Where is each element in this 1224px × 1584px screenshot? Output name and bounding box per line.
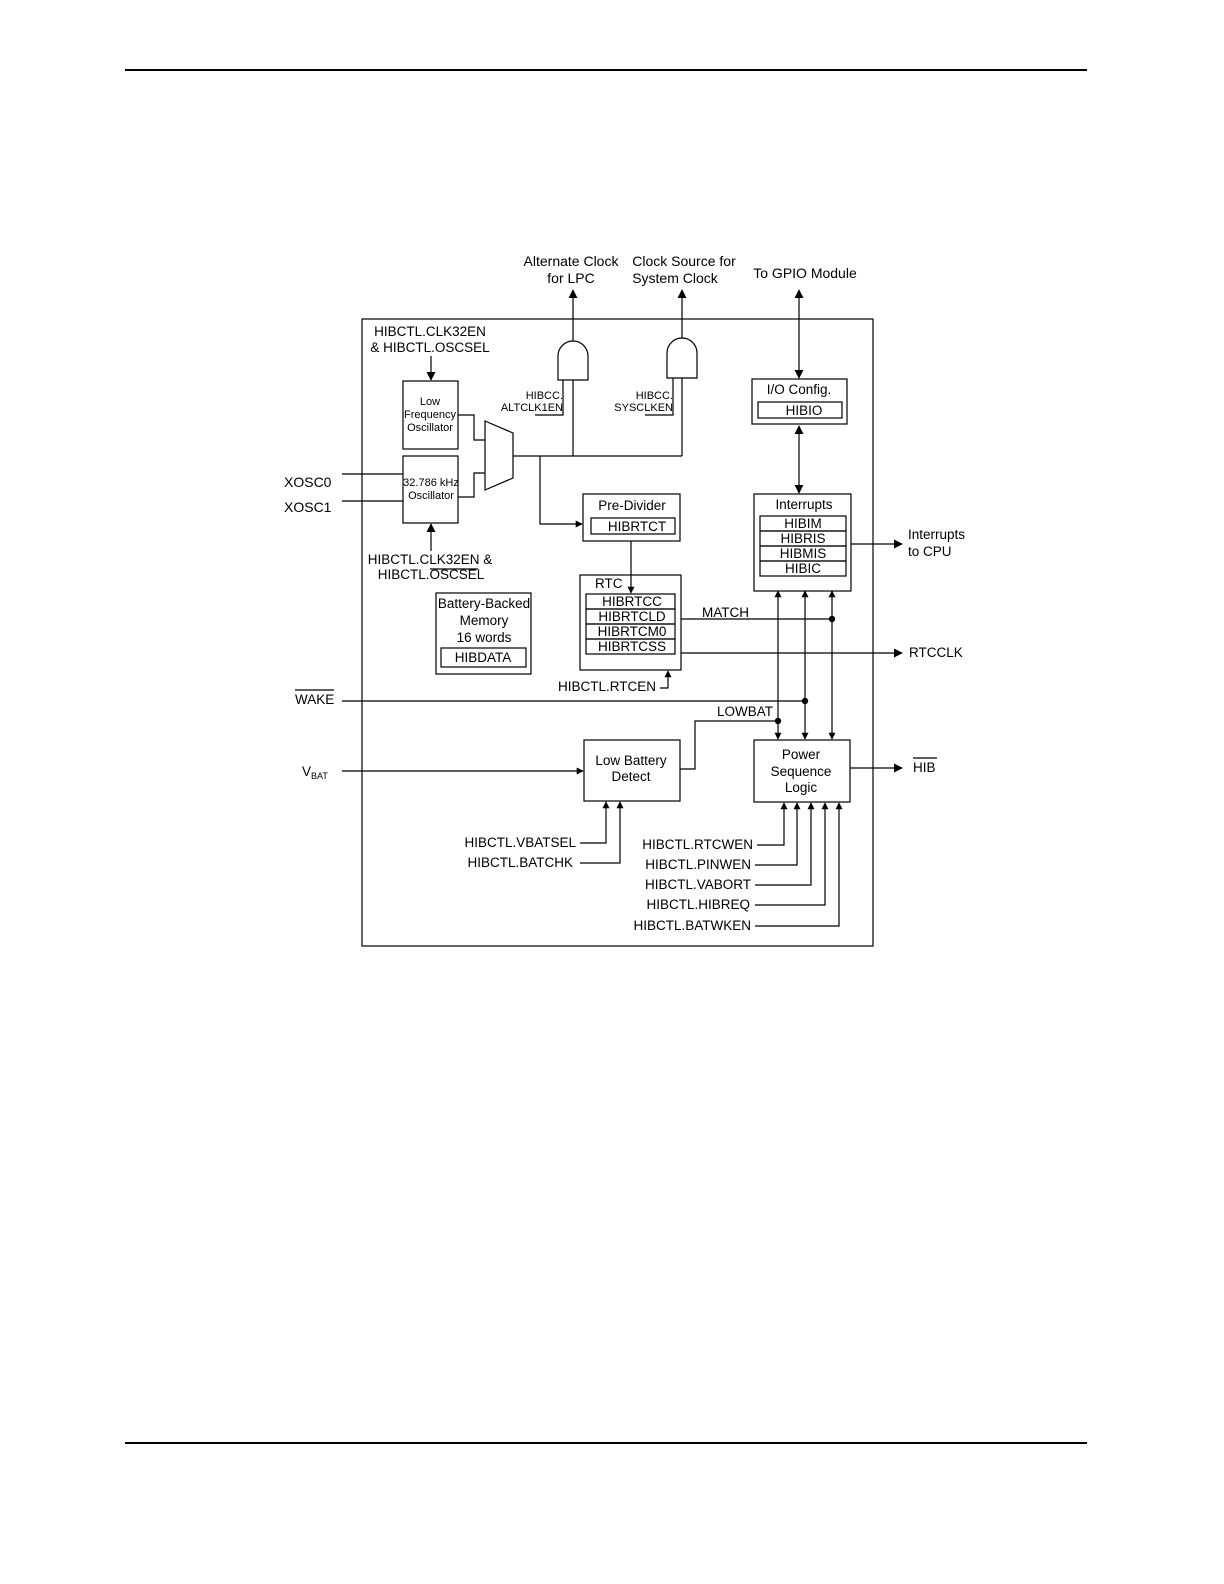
hibrtct-label: HIBRTCT [608,519,666,534]
khz-to-mux-wire [458,472,485,498]
xosc0-label: XOSC0 [284,474,332,490]
clock-mux [484,420,514,491]
power-seq-label-2: Sequence [771,764,832,779]
rtc-box [579,574,682,671]
vbat-label: VBAT [302,764,328,781]
low-battery-detect-box [583,739,681,802]
lowbat-label: LOWBAT [717,704,773,719]
rtcen-label: HIBCTL.RTCEN [558,679,656,694]
wake-junction [801,697,809,705]
khz-osc-label-2: Oscillator [408,490,454,502]
pinwen-arrow [755,802,801,866]
altclk-enable-label-2: ALTCLK1EN [501,402,563,414]
io-config-box [751,378,848,425]
and-gate-altclk [557,340,589,381]
rtcwen-label: HIBCTL.RTCWEN [642,837,753,852]
alt-clock-label-1: Alternate Clock [524,253,620,269]
khz-oscillator-box [402,455,459,524]
header-rule [125,69,1087,71]
altclk-enable-label-1: HIBCC. [526,390,563,402]
memory-label-3: 16 words [457,630,512,645]
interrupts-to-cpu-label-1: Interrupts [908,527,965,542]
gpio-label: To GPIO Module [753,265,857,281]
lfo-label-2: Frequency [404,409,456,421]
predivider-title: Pre-Divider [598,498,666,513]
sys-clock-label-2: System Clock [632,270,719,286]
sysclk-enable-label-1: HIBCC. [636,390,673,402]
hibrtcm0-label: HIBRTCM0 [598,624,667,639]
hibic-register [759,560,847,577]
batwken-arrow [755,802,843,927]
rtcclk-label: RTCCLK [909,645,963,660]
sys-clock-label-1: Clock Source for [632,253,736,269]
hibrtcc-label: HIBRTCC [602,594,662,609]
hibctl-bottom-prefix: HIBCTL. [378,567,430,582]
hibrtct-register [590,517,676,535]
hibrtcss-register [585,638,676,655]
memory-label-1: Battery-Backed [438,596,530,611]
vabort-label: HIBCTL.VABORT [645,877,751,892]
and-gate-sysclk [666,337,698,379]
wake-label: WAKE [295,692,334,707]
low-battery-label-1: Low Battery [595,753,667,768]
interrupts-to-cpu-label-2: to CPU [908,544,952,559]
hib-label: HIB [913,760,936,775]
hibctl-bottom-label-2: HIBCTL.OSCSEL [378,567,485,582]
match-label: MATCH [702,605,749,620]
power-sequence-box [753,739,851,803]
hibio-register [757,401,843,419]
lfo-label-3: Oscillator [407,422,453,434]
rtc-title: RTC [595,576,623,591]
lowbat-junction [774,717,782,725]
hibctl-bottom-label-1: HIBCTL.CLK32EN & [368,552,493,567]
hibctl-top-label-2: & HIBCTL.OSCSEL [370,340,490,355]
lowbat-wire [680,720,778,770]
xosc1-label: XOSC1 [284,499,332,515]
module-boundary [361,318,874,947]
hibctl-bottom-oscsel: OSCSEL [429,567,484,582]
vbatsel-label: HIBCTL.VBATSEL [464,835,576,850]
batwken-label: HIBCTL.BATWKEN [633,918,751,933]
khz-osc-label-1: 32.786 kHz [403,477,459,489]
sysclken-wire [645,378,674,416]
vbat-subscript: BAT [311,771,328,781]
hibris-label: HIBRIS [780,531,825,546]
power-seq-label-1: Power [782,747,821,762]
match-junction [828,615,836,623]
hibim-label: HIBIM [784,516,822,531]
vabort-arrow [755,802,815,886]
alt-clock-label-2: for LPC [547,270,594,286]
hibrtcld-label: HIBRTCLD [598,609,666,624]
hibctl-top-label-1: HIBCTL.CLK32EN [374,324,486,339]
sysclk-enable-label-2: SYSCLKEN [614,402,673,414]
pinwen-label: HIBCTL.PINWEN [645,857,751,872]
hibmis-label: HIBMIS [780,546,827,561]
memory-box [435,592,532,675]
power-seq-label-3: Logic [785,780,818,795]
batchk-label: HIBCTL.BATCHK [467,855,573,870]
memory-label-2: Memory [460,613,509,628]
vbat-main: V [302,764,311,779]
lfo-label-1: Low [420,396,440,408]
hibdata-label: HIBDATA [455,650,512,665]
hibic-label: HIBIC [785,561,821,576]
hibdata-register [440,647,527,668]
rtcen-arrow [660,670,672,689]
altclk1en-wire [535,380,564,416]
rtcwen-arrow [757,802,788,846]
hibrtcss-label: HIBRTCSS [598,639,666,654]
footer-rule [125,1442,1087,1444]
io-config-title: I/O Config. [767,382,832,397]
hibreq-label: HIBCTL.HIBREQ [646,897,750,912]
lfo-to-mux-wire [458,414,485,441]
clock-to-predivider-wire [539,456,583,528]
vbatsel-arrow [580,801,610,844]
low-battery-label-2: Detect [611,769,650,784]
hibio-label: HIBIO [786,403,823,418]
interrupts-title: Interrupts [775,497,832,512]
batchk-arrow [580,801,624,864]
hibreq-arrow [755,802,829,906]
